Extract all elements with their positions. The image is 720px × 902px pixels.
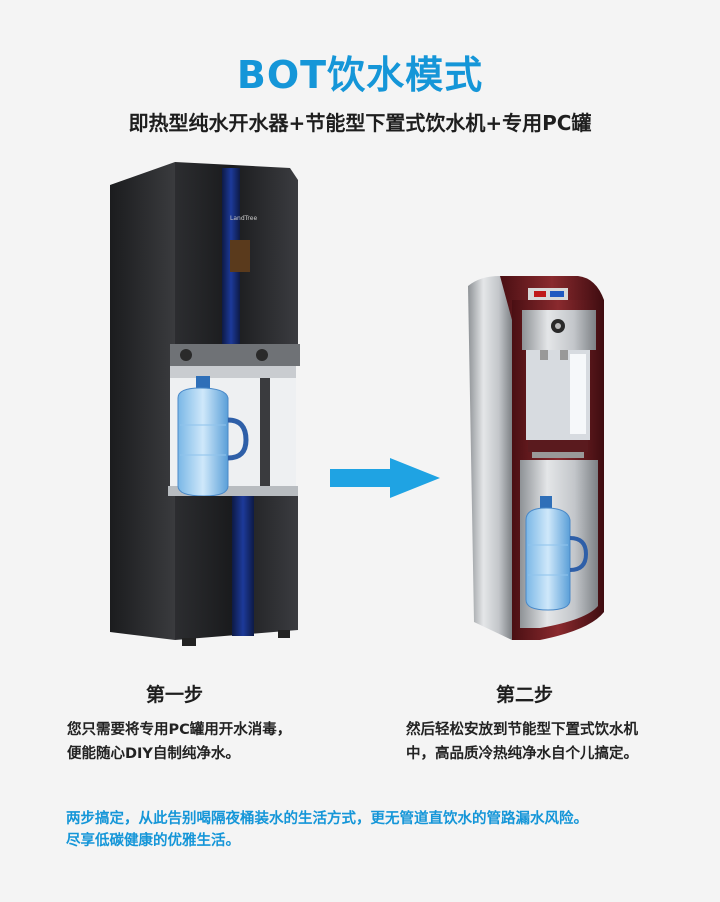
svg-text:LandTree: LandTree [230,215,257,222]
step1-description: 您只需要将专用PC罐用开水消毒， 便能随心DIY自制纯净水。 [67,718,291,766]
page-subtitle: 即热型纯水开水器+节能型下置式饮水机+专用PC罐 [128,111,592,135]
page-title: BOT饮水模式 [236,53,484,97]
hot-button-icon [180,349,192,361]
step2-line1: 然后轻松安放到节能型下置式饮水机 [406,722,638,738]
footer-line2: 尽享低碳健康的优雅生活。 [66,833,240,849]
footer-text: 两步搞定，从此告别喝隔夜桶装水的生活方式，更无管道直饮水的管路漏水风险。 尽享低… [66,808,706,852]
water-dispenser [468,276,604,640]
step1-line1: 您只需要将专用PC罐用开水消毒， [67,722,292,738]
pc-bottle-icon [177,376,249,497]
footer-line1: 两步搞定，从此告别喝隔夜桶装水的生活方式，更无管道直饮水的管路漏水风险。 [66,811,588,827]
step2-description: 然后轻松安放到节能型下置式饮水机 中，高品质冷热纯净水自个儿搞定。 [406,718,638,766]
pc-bottle-icon [525,496,589,611]
hot-water-cabinet: LandTree [110,162,300,646]
arrow-icon [330,458,440,498]
step1-title: 第一步 [146,684,204,706]
cold-button-icon [256,349,268,361]
step1-line2: 便能随心DIY自制纯净水。 [67,746,240,762]
step2-line2: 中，高品质冷热纯净水自个儿搞定。 [406,746,638,762]
display-panel [230,240,250,272]
step2-title: 第二步 [496,684,554,706]
